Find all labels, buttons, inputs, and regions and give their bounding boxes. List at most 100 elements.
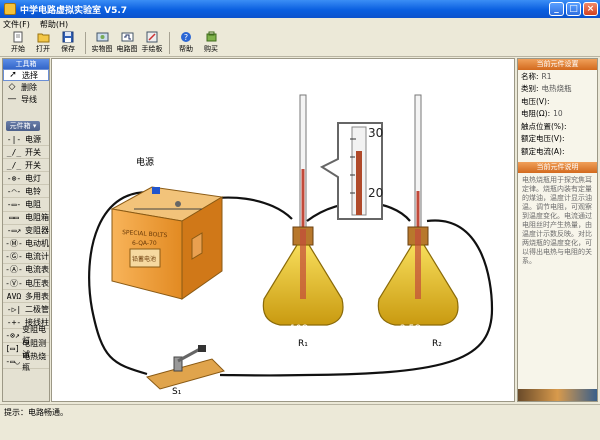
component-item[interactable]: -◠-电铃: [3, 185, 49, 199]
component-box-header[interactable]: 元件箱 ▾: [6, 121, 40, 131]
wire-tool-label: 导线: [21, 94, 37, 104]
component-symbol-icon: -▭◡: [5, 357, 20, 367]
property-value[interactable]: 10: [553, 109, 563, 119]
component-label: 电动机: [25, 239, 49, 249]
schematic-button[interactable]: 电路图: [115, 31, 139, 54]
battery-positive-terminal: [152, 187, 160, 194]
wire: [219, 219, 494, 377]
save-button[interactable]: 保存: [56, 31, 80, 54]
component-symbol-icon: -⊗-: [6, 173, 22, 183]
property-label: 额定电流(A):: [521, 146, 565, 156]
component-item[interactable]: _/_开关: [3, 159, 49, 173]
property-value[interactable]: R1: [541, 71, 552, 81]
component-item[interactable]: -Ⓥ-电压表: [3, 277, 49, 291]
flask1-value: 10Ω: [290, 324, 308, 334]
property-row[interactable]: 电阻(Ω):10: [518, 108, 597, 121]
property-label: 触点位置(%):: [521, 121, 567, 131]
flask1-label: R₁: [298, 339, 308, 349]
circuit-canvas[interactable]: SPECIAL BOLTS 6-QA-70 铅蓄电池 30: [51, 58, 515, 402]
real-view-button[interactable]: 实物图: [90, 31, 114, 54]
status-text: 提示：电路畅通。: [4, 407, 68, 417]
property-row[interactable]: 额定电流(A):: [518, 145, 597, 158]
component-item[interactable]: -Ⓜ-电动机: [3, 238, 49, 251]
property-row[interactable]: 名称:R1: [518, 70, 597, 83]
component-item[interactable]: -▭↗变阻器: [3, 225, 49, 238]
chevron-down-icon: ▾: [32, 122, 37, 130]
component-item[interactable]: -⊗↗变阻电灯: [3, 325, 49, 345]
properties-header: 当前元件设置: [518, 59, 597, 70]
new-button[interactable]: 开始: [6, 31, 30, 54]
property-row[interactable]: 类别:电热烧瓶: [518, 83, 597, 96]
component-item[interactable]: -+-接线柱: [3, 316, 49, 330]
component-item[interactable]: -▭-电阻: [3, 198, 49, 212]
help-button[interactable]: ? 帮助: [174, 31, 198, 54]
drawing-board-label: 手绘板: [141, 45, 163, 53]
component-label: 电流表: [25, 265, 49, 275]
toolbar: 开始 打开 保存 实物图 电路图 手绘板 ? 帮助: [0, 30, 600, 57]
component-label: 变阻器: [25, 226, 49, 236]
battery-badge-text: 铅蓄电池: [132, 255, 156, 263]
minimize-button[interactable]: _: [549, 2, 564, 16]
maximize-button[interactable]: □: [566, 2, 581, 16]
component-label: 接线柱: [25, 317, 49, 327]
component-item[interactable]: ▭▭电阻箱: [3, 212, 49, 225]
component-symbol-icon: -Ⓥ-: [5, 278, 23, 288]
component-symbol-icon: -Ⓜ-: [5, 239, 23, 249]
menu-help[interactable]: 帮助(H): [39, 19, 69, 29]
component-item[interactable]: -⊗-电灯: [3, 172, 49, 186]
component-label: 电铃: [25, 186, 41, 196]
battery-brand-text: SPECIAL BOLTS: [122, 229, 168, 239]
folder-open-icon: [36, 31, 50, 43]
battery-voltage-text: 6-QA-70: [132, 240, 157, 247]
svg-text:?: ?: [184, 33, 188, 42]
app-icon: [4, 3, 16, 15]
component-symbol-icon: -▷|: [6, 304, 22, 314]
component-item[interactable]: [▭]电阻测试: [3, 339, 49, 359]
menu-file[interactable]: 文件(F): [3, 19, 30, 29]
thermo-zoom-top: 30: [368, 126, 383, 140]
component-label: 电热烧瓶: [22, 351, 47, 372]
battery-component: [110, 186, 224, 300]
select-tool[interactable]: ➚ 选择: [3, 69, 49, 81]
component-item[interactable]: _/_开关: [3, 146, 49, 160]
property-label: 类别:: [521, 84, 539, 94]
delete-tool[interactable]: ◇ 删除: [3, 81, 49, 93]
wire-tool[interactable]: — 导线: [3, 93, 49, 105]
property-label: 电阻(Ω):: [521, 109, 551, 119]
toolbox-header: 工具箱: [3, 59, 49, 69]
property-value[interactable]: 电热烧瓶: [541, 84, 572, 94]
component-item[interactable]: -Ⓐ-电流表: [3, 264, 49, 278]
close-button[interactable]: ×: [583, 2, 598, 16]
buy-button[interactable]: 购买: [199, 31, 223, 54]
property-label: 电压(V):: [521, 96, 550, 106]
component-symbol-icon: -◠-: [6, 186, 22, 196]
property-row[interactable]: 额定电压(V):: [518, 133, 597, 146]
toolbox-panel: 工具箱 ➚ 选择 ◇ 删除 — 导线 元件箱 ▾ -|-电源_/_开关_/_开关…: [2, 58, 50, 402]
component-item[interactable]: -|-电源: [3, 133, 49, 147]
component-item[interactable]: -▷|二极管: [3, 303, 49, 317]
component-label: 变阻电灯: [22, 325, 47, 346]
open-button[interactable]: 打开: [31, 31, 55, 54]
real-view-label: 实物图: [91, 45, 113, 53]
property-row[interactable]: 电压(V):: [518, 95, 597, 108]
component-item[interactable]: -Ⓖ-电流计: [3, 251, 49, 264]
new-file-icon: [11, 31, 25, 43]
component-label: 电阻箱: [25, 213, 49, 223]
component-symbol-icon: -▭↗: [6, 226, 22, 236]
save-label: 保存: [61, 45, 75, 53]
property-label: 名称:: [521, 71, 539, 81]
window-title: 中学电路虚拟实验室 V5.7: [20, 5, 128, 16]
component-symbol-icon: -+-: [6, 317, 22, 327]
schematic-label: 电路图: [116, 45, 138, 53]
property-row[interactable]: 触点位置(%):: [518, 120, 597, 133]
component-symbol-icon: -|-: [6, 134, 22, 144]
component-symbol-icon: -Ⓖ-: [5, 252, 23, 262]
menu-bar: 文件(F) 帮助(H): [0, 18, 600, 30]
component-item[interactable]: -▭◡电热烧瓶: [3, 352, 49, 372]
help-label: 帮助: [179, 45, 193, 53]
select-tool-label: 选择: [22, 70, 38, 80]
drawing-board-button[interactable]: 手绘板: [140, 31, 164, 54]
eraser-icon: ◇: [8, 82, 16, 92]
